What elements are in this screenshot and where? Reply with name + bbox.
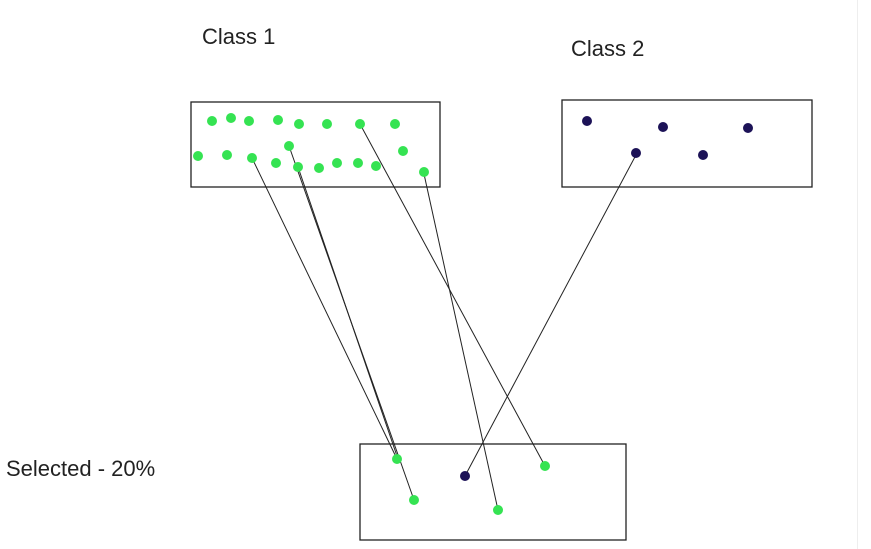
class2-box bbox=[561, 99, 813, 188]
class1-point bbox=[355, 119, 365, 129]
class1-point bbox=[293, 162, 303, 172]
selected-point-class1 bbox=[409, 495, 419, 505]
class1-point bbox=[419, 167, 429, 177]
class1-point bbox=[398, 146, 408, 156]
class1-point bbox=[371, 161, 381, 171]
class1-point bbox=[273, 115, 283, 125]
class2-point bbox=[582, 116, 592, 126]
connector-line bbox=[359, 123, 546, 467]
class1-label: Class 1 bbox=[202, 24, 276, 49]
class1-point bbox=[247, 153, 257, 163]
selected-label: Selected - 20% bbox=[6, 456, 156, 481]
selected-points bbox=[392, 454, 550, 515]
selected-point-class1 bbox=[493, 505, 503, 515]
class1-point bbox=[390, 119, 400, 129]
class1-points bbox=[193, 113, 429, 177]
connector-lines bbox=[251, 123, 638, 511]
class1-box bbox=[190, 101, 441, 188]
class2-label: Class 2 bbox=[571, 36, 645, 61]
class1-point bbox=[284, 141, 294, 151]
class1-point bbox=[314, 163, 324, 173]
selected-point-class1 bbox=[392, 454, 402, 464]
class1-point bbox=[322, 119, 332, 129]
class1-point bbox=[226, 113, 236, 123]
class2-point bbox=[743, 123, 753, 133]
connector-line bbox=[297, 166, 399, 460]
selected-box bbox=[359, 443, 627, 541]
connector-line bbox=[251, 157, 398, 460]
class2-point bbox=[698, 150, 708, 160]
selected-point-class2 bbox=[460, 471, 470, 481]
class2-point bbox=[658, 122, 668, 132]
panel-divider bbox=[857, 0, 858, 549]
connector-line bbox=[464, 152, 638, 477]
class2-point bbox=[631, 148, 641, 158]
connector-line bbox=[423, 173, 499, 511]
class1-point bbox=[332, 158, 342, 168]
class1-point bbox=[207, 116, 217, 126]
selected-point-class1 bbox=[540, 461, 550, 471]
class1-point bbox=[271, 158, 281, 168]
class1-point bbox=[294, 119, 304, 129]
class1-point bbox=[193, 151, 203, 161]
class2-points bbox=[582, 116, 753, 160]
class1-point bbox=[222, 150, 232, 160]
class1-point bbox=[353, 158, 363, 168]
class1-point bbox=[244, 116, 254, 126]
